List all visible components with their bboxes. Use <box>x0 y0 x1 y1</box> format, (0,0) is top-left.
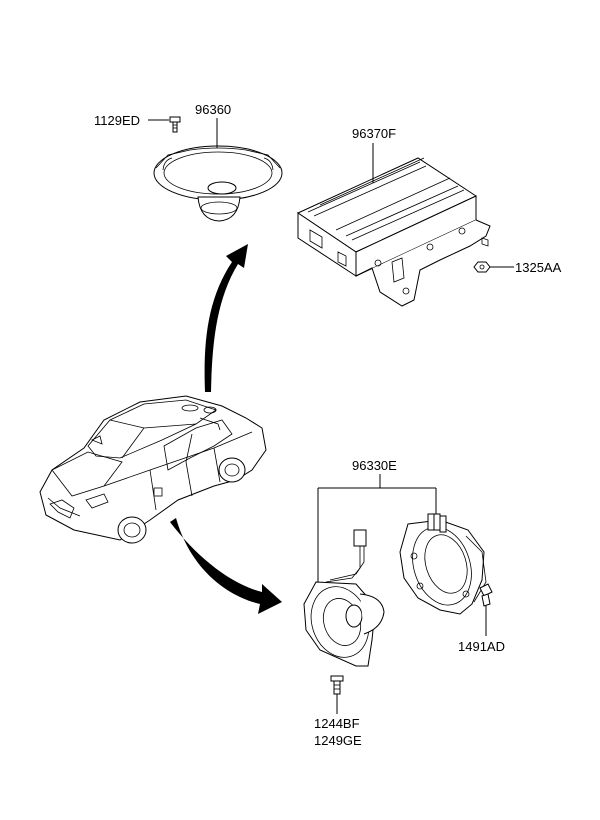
screw-1491ad <box>479 583 493 607</box>
label-screw-top: 1129ED <box>94 113 140 128</box>
label-nut: 1325AA <box>515 260 562 275</box>
arrow-to-front-speaker <box>170 518 282 614</box>
label-amplifier: 96370F <box>352 126 396 141</box>
label-front-speaker-set: 96330E <box>352 458 397 473</box>
label-screw-right: 1491AD <box>458 639 505 654</box>
amplifier-96370f <box>296 157 491 307</box>
front-speaker <box>303 529 385 667</box>
nut-1325aa <box>473 261 491 273</box>
screw-1129ed <box>169 116 181 133</box>
vehicle-illustration <box>39 395 267 544</box>
label-screw-bottom-1: 1244BF <box>314 716 360 731</box>
speaker-bracket <box>399 513 487 615</box>
arrow-to-rear-speaker <box>204 244 248 392</box>
screw-1244bf-1249ge <box>330 675 344 695</box>
label-rear-speaker: 96360 <box>195 102 231 117</box>
label-screw-bottom-2: 1249GE <box>314 733 362 748</box>
rear-speaker-96360 <box>153 145 283 222</box>
